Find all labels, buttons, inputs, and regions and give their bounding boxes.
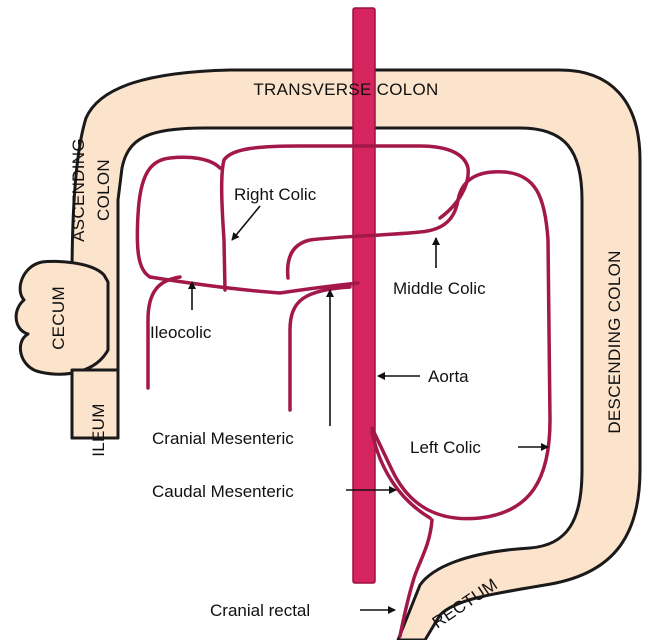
ascending-colon-label-line2: COLON (94, 159, 113, 221)
cranial-rectal-label: Cranial rectal (210, 601, 310, 620)
right-colic-arrow (232, 206, 260, 240)
ascending-colon-label-line1: ASCENDING (69, 138, 88, 242)
left-colic-label: Left Colic (410, 438, 481, 457)
caudal-mesenteric-label: Caudal Mesenteric (152, 482, 294, 501)
cecum-label: CECUM (49, 286, 68, 350)
cranial-mesenteric-branch (290, 287, 350, 410)
ileocolic-label: Ileocolic (150, 323, 212, 342)
right-colic-artery (222, 146, 469, 290)
right-colic-label: Right Colic (234, 185, 317, 204)
ileum-label: ILEUM (89, 403, 108, 456)
middle-colic-label: Middle Colic (393, 279, 486, 298)
transverse-colon-label: TRANSVERSE COLON (253, 80, 438, 99)
descending-colon-label: DESCENDING COLON (605, 250, 624, 433)
ileocolic-loop (137, 157, 220, 277)
cranial-mesenteric-label: Cranial Mesenteric (152, 429, 294, 448)
aorta-label: Aorta (428, 367, 469, 386)
middle-colic-artery (288, 172, 550, 519)
